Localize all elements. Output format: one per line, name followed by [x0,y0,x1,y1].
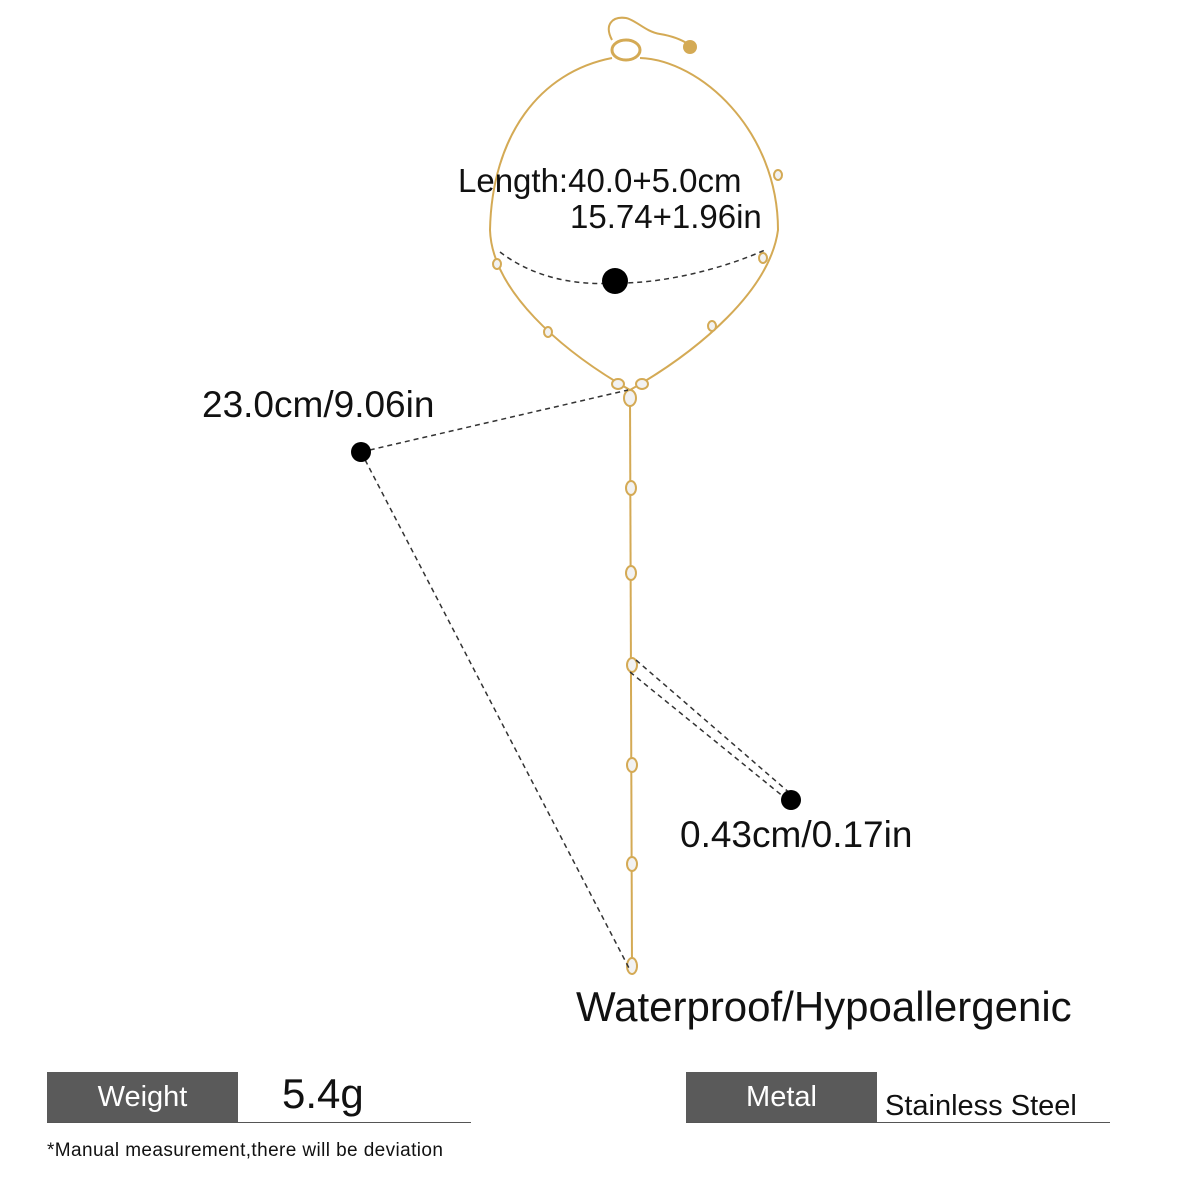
stone-marker-icon [781,790,801,810]
weight-underline [47,1122,471,1123]
length-cm-label: Length:40.0+5.0cm [458,162,742,199]
drop-measure-line-bottom [360,451,631,971]
length-in-label: 15.74+1.96in [570,198,762,235]
length-measure-line [499,249,766,285]
weight-label-box: Weight [47,1072,238,1122]
metal-underline [686,1122,1110,1123]
drop-marker-icon [351,442,371,462]
drop-length-label: 23.0cm/9.06in [202,384,435,425]
drop-stones [625,480,638,975]
stone-measure-line-a [635,659,793,796]
chain-stones [492,169,783,407]
weight-value: 5.4g [282,1070,364,1117]
drop-measure-line-top [360,389,629,453]
stone-measure-line-b [629,671,791,803]
feature-label: Waterproof/Hypoallergenic [576,983,1072,1030]
stone-size-label: 0.43cm/0.17in [680,814,913,855]
measurement-note: *Manual measurement,there will be deviat… [47,1140,444,1161]
metal-label-box: Metal [686,1072,877,1122]
length-marker-icon [602,268,628,294]
metal-value: Stainless Steel [885,1090,1077,1122]
clasp [607,16,697,62]
